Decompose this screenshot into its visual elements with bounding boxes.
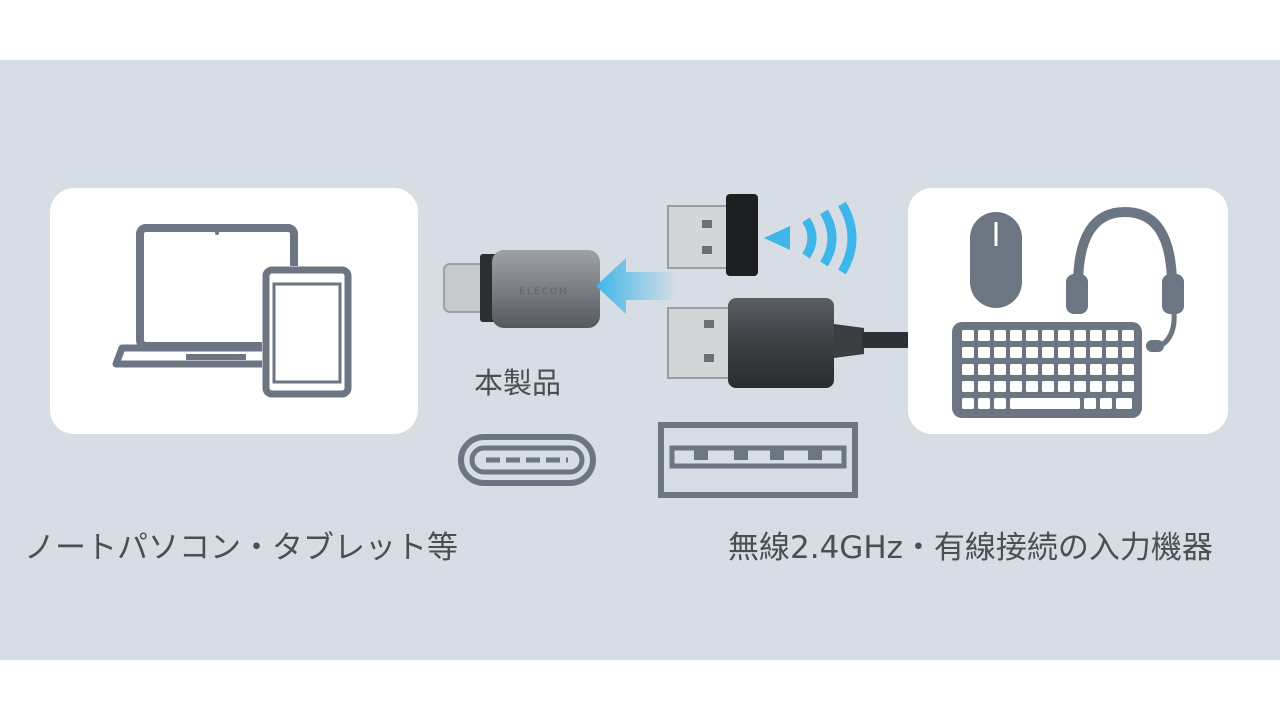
- input-devices-label: 無線2.4GHz・有線接続の入力機器: [728, 530, 1213, 566]
- headset-icon: [1066, 206, 1184, 352]
- product-adapter: ELECOM: [443, 250, 600, 328]
- product-brand-mark: ELECOM: [519, 287, 569, 297]
- mouse-icon: [970, 212, 1022, 308]
- wired-usb-plug: [667, 298, 916, 388]
- usb-c-port-icon: [458, 434, 596, 486]
- usb-a-port-icon: [658, 422, 858, 498]
- wireless-dongle: [667, 194, 758, 276]
- tablet-icon: [262, 266, 352, 398]
- left-arrow-icon: [596, 258, 676, 314]
- wireless-signal-icon: [764, 201, 857, 275]
- product-label: 本製品: [474, 366, 562, 400]
- keyboard-icon: [952, 322, 1142, 418]
- source-devices-label: ノートパソコン・タブレット等: [24, 530, 458, 566]
